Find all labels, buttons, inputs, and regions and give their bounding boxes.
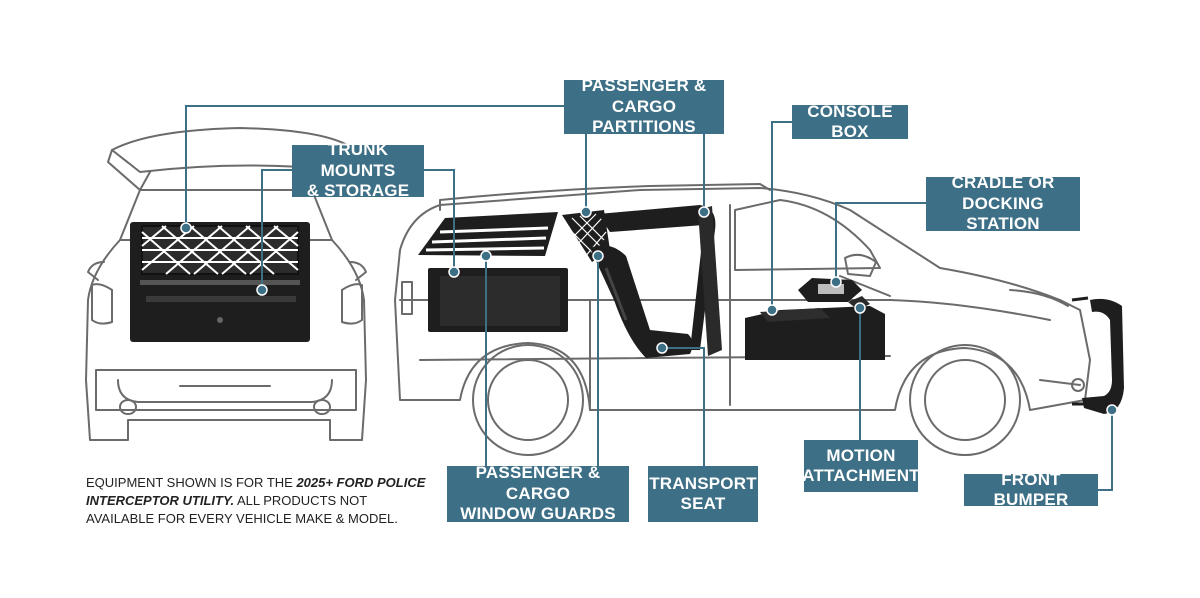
leader-lines [185, 105, 1113, 491]
label-line: PASSENGER & CARGO [475, 463, 601, 503]
vehicle-disclaimer-note: EQUIPMENT SHOWN IS FOR THE 2025+ FORD PO… [86, 474, 426, 529]
label-console-box: CONSOLE BOX [792, 102, 908, 141]
cargo-partition [428, 268, 568, 332]
label-line: TRANSPORT [649, 473, 757, 493]
label-line: FRONT BUMPER [993, 469, 1069, 509]
label-line: TRUNK MOUNTS [320, 140, 396, 180]
label-line: MOTION [826, 445, 896, 465]
label-line: CARGO PARTITIONS [592, 96, 696, 137]
note-vehicle: 2025+ FORD POLICE INTERCEPTOR UTILITY. [86, 475, 426, 509]
label-cradle-docking-station: CRADLE OR DOCKING STATION [926, 173, 1080, 233]
console-box [745, 306, 885, 360]
label-line: DOCKING STATION [962, 193, 1044, 234]
leader-dots [180, 206, 1118, 416]
label-line: WINDOW GUARDS [460, 504, 616, 524]
label-motion-attachment: MOTION ATTACHMENT [802, 440, 920, 492]
label-line: & STORAGE [306, 181, 410, 201]
label-line: CRADLE OR [951, 173, 1055, 193]
note-prefix: EQUIPMENT SHOWN IS FOR THE [86, 475, 297, 490]
label-line: ATTACHMENT [802, 466, 920, 485]
label-window-guards: PASSENGER & CARGO WINDOW GUARDS [447, 463, 629, 524]
passenger-partition [598, 205, 722, 356]
label-front-bumper: FRONT BUMPER [964, 470, 1098, 509]
front-bumper-guard [1071, 296, 1124, 414]
transport-seat [590, 245, 693, 358]
label-line: CONSOLE BOX [807, 101, 893, 141]
label-passenger-cargo-partitions: PASSENGER & CARGO PARTITIONS [564, 76, 724, 136]
cargo-window-guard [418, 212, 558, 256]
side-view-vehicle [394, 183, 1091, 456]
label-line: PASSENGER & [581, 76, 707, 96]
label-line: SEAT [680, 494, 726, 513]
label-transport-seat: TRANSPORT SEAT [648, 466, 758, 522]
note-suffix: ALL PRODUCTS NOT AVAILABLE FOR EVERY VEH… [86, 493, 398, 527]
label-trunk-mounts-storage: TRUNK MOUNTS & STORAGE [292, 140, 424, 200]
trunk-storage-unit [130, 222, 310, 342]
